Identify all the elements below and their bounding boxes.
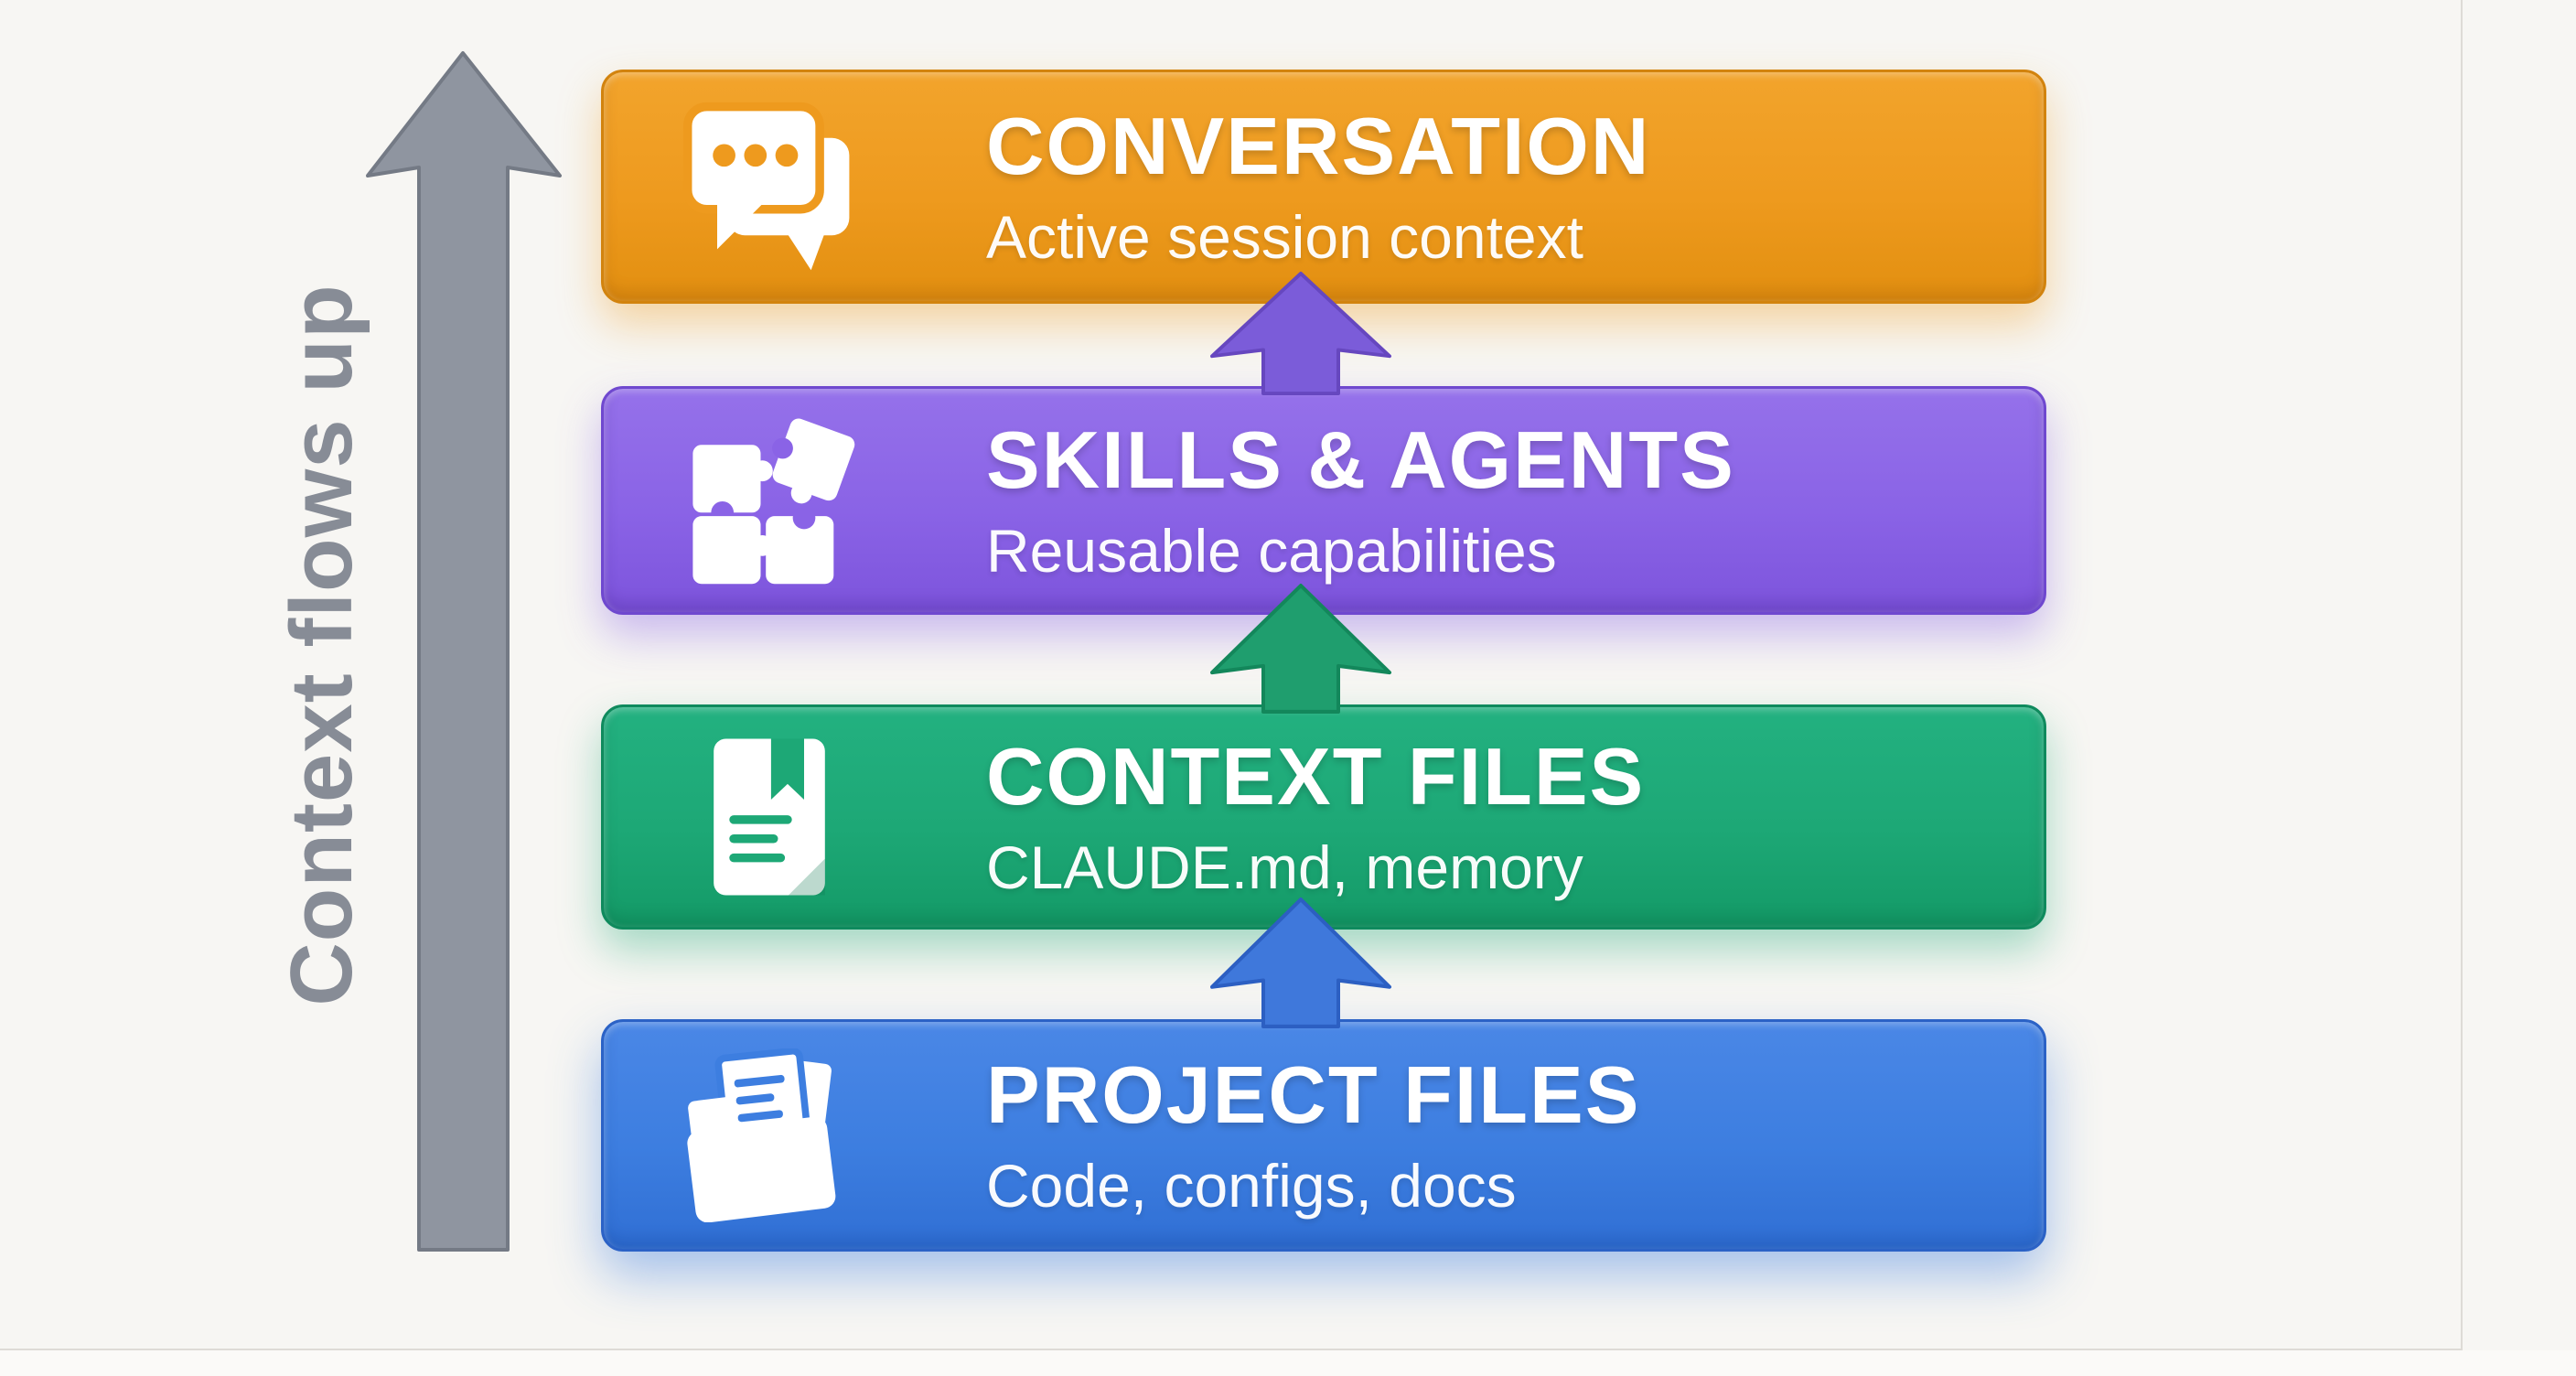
right-frame-line xyxy=(2461,0,2463,1349)
bottom-strip xyxy=(0,1350,2576,1376)
chat-bubbles-icon xyxy=(682,100,856,274)
arrow-skills-to-conversation xyxy=(1210,271,1391,395)
layer-card-conversation: CONVERSATION Active session context xyxy=(601,70,2046,304)
layer-subtitle: Active session context xyxy=(986,202,1583,271)
folder-files-icon xyxy=(682,1048,856,1222)
layer-subtitle: CLAUDE.md, memory xyxy=(986,833,1583,901)
layer-card-context: CONTEXT FILES CLAUDE.md, memory xyxy=(601,704,2046,930)
layer-title: SKILLS & AGENTS xyxy=(986,414,1735,506)
arrow-project-to-context xyxy=(1210,898,1391,1028)
arrow-context-to-skills xyxy=(1210,584,1391,714)
puzzle-pieces-icon xyxy=(682,414,856,587)
layer-title: CONVERSATION xyxy=(986,101,1651,192)
layer-subtitle: Code, configs, docs xyxy=(986,1151,1517,1220)
document-bookmark-icon xyxy=(682,730,856,904)
flow-label: Context flows up xyxy=(273,284,370,1006)
context-flow-up-arrow xyxy=(366,51,562,1252)
bottom-frame-line xyxy=(0,1349,2463,1350)
layer-title: PROJECT FILES xyxy=(986,1049,1641,1141)
layer-subtitle: Reusable capabilities xyxy=(986,516,1557,585)
layer-title: CONTEXT FILES xyxy=(986,731,1646,822)
layer-card-skills: SKILLS & AGENTS Reusable capabilities xyxy=(601,386,2046,615)
layer-card-project: PROJECT FILES Code, configs, docs xyxy=(601,1019,2046,1252)
